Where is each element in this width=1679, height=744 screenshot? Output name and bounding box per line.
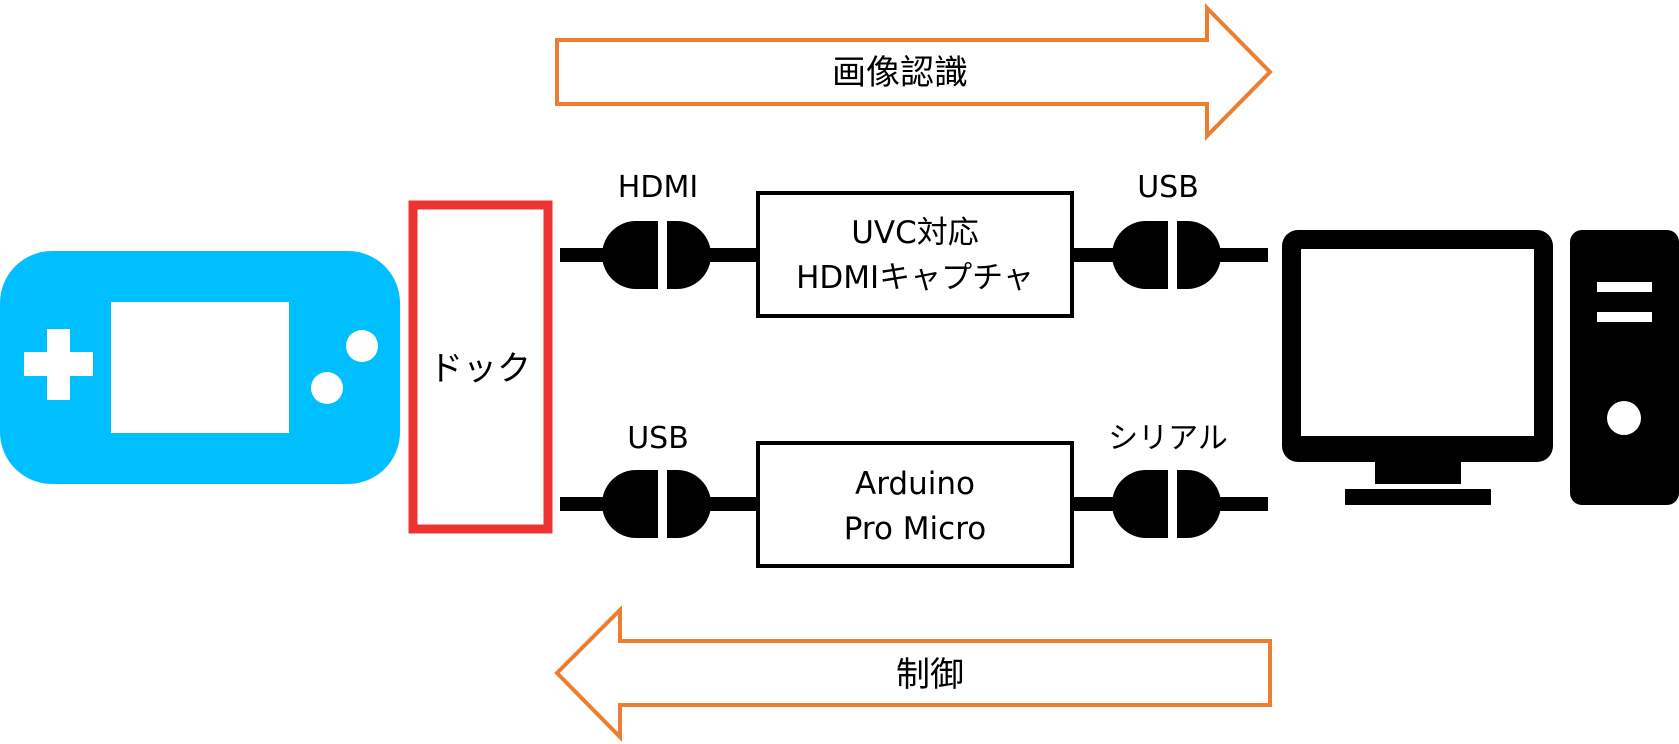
usb-plug-icon xyxy=(1112,221,1221,289)
serial-label: シリアル xyxy=(1108,421,1228,456)
console-button-b xyxy=(311,372,343,404)
capture-box xyxy=(756,191,1074,318)
hdmi-plug-icon xyxy=(602,221,711,289)
cable-segment xyxy=(1072,497,1120,511)
hdmi-label: HDMI xyxy=(618,170,698,205)
cable-segment xyxy=(1220,497,1268,511)
image-recognition-arrow: 画像認識 xyxy=(555,3,1273,141)
usb-plug-icon xyxy=(602,470,711,538)
dock: ドック xyxy=(408,200,553,534)
game-console-icon xyxy=(0,251,400,484)
capture-chain: HDMI UVC対応 HDMIキャプチャ USB xyxy=(560,170,1268,318)
cable-segment xyxy=(710,248,758,262)
capture-box-line2: HDMIキャプチャ xyxy=(796,260,1034,296)
cable-segment xyxy=(710,497,758,511)
dock-box xyxy=(408,200,553,534)
serial-plug-icon xyxy=(1112,470,1221,538)
right-arrow-shape xyxy=(555,3,1273,141)
usb-label: USB xyxy=(627,421,689,456)
cable-segment xyxy=(560,497,608,511)
monitor-icon xyxy=(1282,230,1553,505)
console-screen xyxy=(111,302,289,433)
cable-segment xyxy=(1220,248,1268,262)
usb-label: USB xyxy=(1137,170,1199,205)
arduino-chain: USB Arduino Pro Micro シリアル xyxy=(560,421,1268,568)
desktop-pc-icon xyxy=(1282,230,1679,505)
capture-box-line1: UVC対応 xyxy=(851,215,979,251)
pc-tower-icon xyxy=(1570,230,1679,505)
arduino-box xyxy=(756,441,1074,568)
cable-segment xyxy=(560,248,608,262)
image-recognition-label: 画像認識 xyxy=(832,53,968,93)
control-label: 制御 xyxy=(896,655,964,695)
cable-segment xyxy=(1072,248,1120,262)
arduino-box-line1: Arduino xyxy=(855,466,975,502)
console-button-a xyxy=(346,330,378,362)
arduino-box-line2: Pro Micro xyxy=(844,511,986,547)
dock-label: ドック xyxy=(429,349,531,389)
left-arrow-shape xyxy=(554,605,1272,742)
control-arrow: 制御 xyxy=(554,605,1272,742)
dpad-vertical xyxy=(47,329,70,400)
